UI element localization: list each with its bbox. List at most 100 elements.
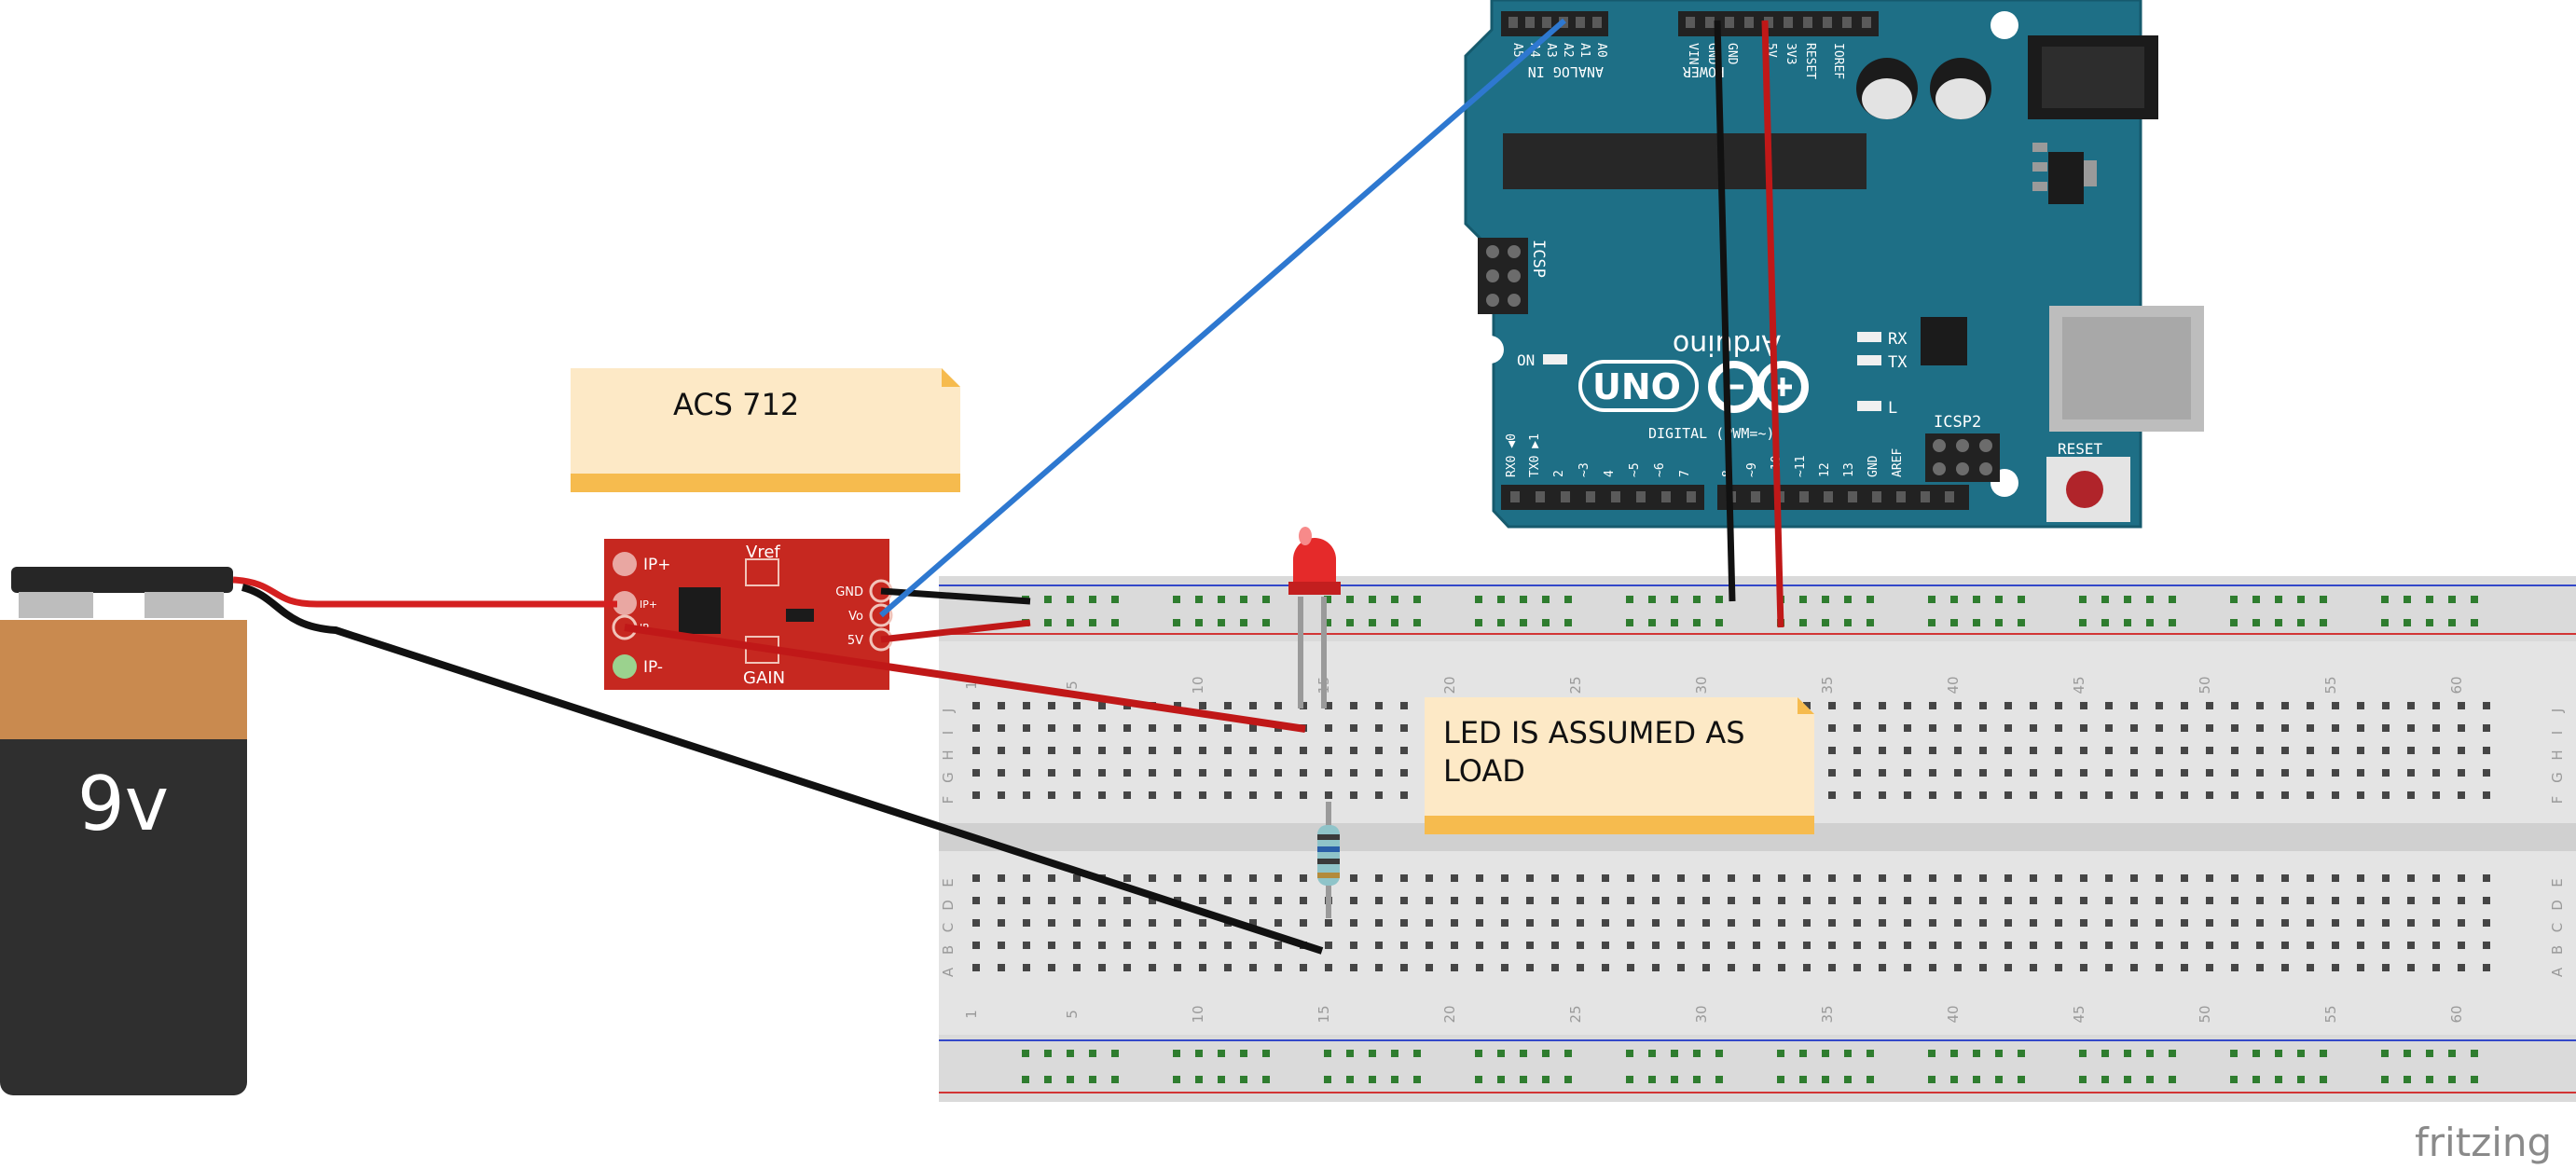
- header-pin[interactable]: [1921, 491, 1930, 502]
- rail-hole[interactable]: [1218, 619, 1225, 626]
- rail-hole[interactable]: [1346, 1076, 1354, 1083]
- breadboard-hole[interactable]: [2458, 791, 2465, 799]
- breadboard-hole[interactable]: [998, 791, 1005, 799]
- rail-hole[interactable]: [1822, 619, 1829, 626]
- rail-hole[interactable]: [2018, 619, 2025, 626]
- breadboard-hole[interactable]: [1400, 769, 1408, 777]
- breadboard-hole[interactable]: [1803, 919, 1811, 927]
- breadboard-hole[interactable]: [2156, 724, 2163, 732]
- breadboard-hole[interactable]: [1778, 964, 1785, 971]
- rail-hole[interactable]: [1391, 1050, 1398, 1057]
- rail-hole[interactable]: [1369, 619, 1376, 626]
- breadboard-hole[interactable]: [1400, 702, 1408, 709]
- rail-hole[interactable]: [1822, 1050, 1829, 1057]
- breadboard-hole[interactable]: [1023, 942, 1030, 949]
- rail-hole[interactable]: [1928, 619, 1935, 626]
- breadboard-hole[interactable]: [1274, 769, 1282, 777]
- breadboard-hole[interactable]: [1451, 964, 1458, 971]
- rail-hole[interactable]: [1413, 1050, 1421, 1057]
- breadboard-hole[interactable]: [1526, 919, 1534, 927]
- rail-hole[interactable]: [1520, 1076, 1527, 1083]
- breadboard-hole[interactable]: [1073, 769, 1081, 777]
- rail-hole[interactable]: [1867, 1076, 1874, 1083]
- breadboard-hole[interactable]: [1904, 874, 1911, 882]
- breadboard-hole[interactable]: [1677, 942, 1685, 949]
- breadboard-hole[interactable]: [2407, 897, 2415, 904]
- breadboard-hole[interactable]: [2483, 874, 2490, 882]
- breadboard-hole[interactable]: [2332, 747, 2339, 754]
- rail-hole[interactable]: [1928, 596, 1935, 603]
- header-pin[interactable]: [1576, 17, 1585, 28]
- breadboard-hole[interactable]: [1677, 964, 1685, 971]
- breadboard-hole[interactable]: [2055, 724, 2062, 732]
- header-pin[interactable]: [1803, 17, 1812, 28]
- header-pin[interactable]: [1661, 491, 1671, 502]
- breadboard-hole[interactable]: [2105, 769, 2113, 777]
- breadboard-hole[interactable]: [2206, 964, 2213, 971]
- breadboard-hole[interactable]: [2130, 702, 2138, 709]
- breadboard-hole[interactable]: [1375, 942, 1383, 949]
- breadboard-hole[interactable]: [2055, 791, 2062, 799]
- breadboard-hole[interactable]: [2432, 702, 2440, 709]
- breadboard-hole[interactable]: [1577, 874, 1584, 882]
- rail-hole[interactable]: [2404, 1076, 2411, 1083]
- breadboard-hole[interactable]: [1174, 702, 1181, 709]
- breadboard-hole[interactable]: [1879, 964, 1886, 971]
- rail-hole[interactable]: [1262, 596, 1270, 603]
- breadboard-hole[interactable]: [2432, 919, 2440, 927]
- breadboard-hole[interactable]: [972, 791, 980, 799]
- breadboard-hole[interactable]: [1274, 919, 1282, 927]
- breadboard-hole[interactable]: [1853, 897, 1861, 904]
- breadboard-hole[interactable]: [2231, 791, 2239, 799]
- breadboard-hole[interactable]: [1753, 964, 1760, 971]
- rail-hole[interactable]: [2252, 1076, 2260, 1083]
- breadboard-hole[interactable]: [1224, 769, 1232, 777]
- breadboard-hole[interactable]: [2130, 897, 2138, 904]
- breadboard-hole[interactable]: [2407, 874, 2415, 882]
- breadboard-hole[interactable]: [972, 702, 980, 709]
- breadboard-hole[interactable]: [1526, 897, 1534, 904]
- breadboard-hole[interactable]: [2382, 942, 2390, 949]
- breadboard-hole[interactable]: [1526, 964, 1534, 971]
- breadboard-hole[interactable]: [1300, 919, 1307, 927]
- breadboard-hole[interactable]: [2483, 897, 2490, 904]
- header-pin[interactable]: [1799, 491, 1809, 502]
- breadboard-hole[interactable]: [1400, 942, 1408, 949]
- breadboard-hole[interactable]: [2105, 942, 2113, 949]
- breadboard-hole[interactable]: [1400, 724, 1408, 732]
- breadboard-hole[interactable]: [2407, 702, 2415, 709]
- breadboard-hole[interactable]: [2281, 747, 2289, 754]
- breadboard-hole[interactable]: [972, 747, 980, 754]
- breadboard-hole[interactable]: [1123, 964, 1131, 971]
- rail-hole[interactable]: [1950, 1050, 1958, 1057]
- breadboard-hole[interactable]: [1853, 769, 1861, 777]
- breadboard-hole[interactable]: [1073, 919, 1081, 927]
- breadboard-hole[interactable]: [2281, 942, 2289, 949]
- breadboard-hole[interactable]: [2130, 791, 2138, 799]
- breadboard-hole[interactable]: [1879, 874, 1886, 882]
- breadboard-hole[interactable]: [2432, 964, 2440, 971]
- breadboard-hole[interactable]: [1224, 724, 1232, 732]
- breadboard-hole[interactable]: [1325, 724, 1332, 732]
- rail-hole[interactable]: [1324, 1050, 1331, 1057]
- breadboard-hole[interactable]: [1400, 791, 1408, 799]
- wire-arduino-5v[interactable]: [1761, 20, 1784, 628]
- breadboard-hole[interactable]: [2382, 791, 2390, 799]
- breadboard-hole[interactable]: [1803, 942, 1811, 949]
- breadboard-hole[interactable]: [1199, 791, 1206, 799]
- rail-hole[interactable]: [1111, 1076, 1119, 1083]
- breadboard-hole[interactable]: [1123, 897, 1131, 904]
- rail-hole[interactable]: [1475, 619, 1482, 626]
- breadboard-hole[interactable]: [2030, 942, 2037, 949]
- breadboard-hole[interactable]: [1652, 919, 1660, 927]
- breadboard-hole[interactable]: [2030, 919, 2037, 927]
- breadboard-hole[interactable]: [1753, 897, 1760, 904]
- breadboard-hole[interactable]: [1979, 791, 1987, 799]
- breadboard-hole[interactable]: [1023, 724, 1030, 732]
- breadboard-hole[interactable]: [1929, 874, 1936, 882]
- header-pin[interactable]: [1848, 491, 1857, 502]
- breadboard-hole[interactable]: [1123, 769, 1131, 777]
- breadboard-hole[interactable]: [972, 724, 980, 732]
- rail-hole[interactable]: [2101, 1050, 2109, 1057]
- breadboard-hole[interactable]: [2256, 942, 2264, 949]
